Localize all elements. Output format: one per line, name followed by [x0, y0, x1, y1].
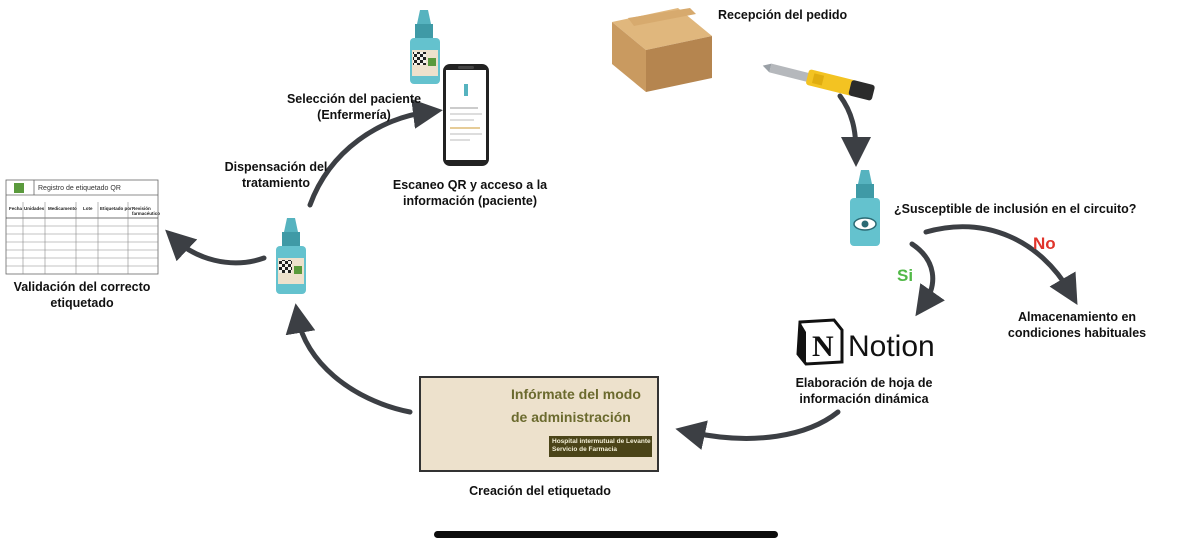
arrow-question-to-yes	[909, 241, 945, 317]
svg-text:N: N	[812, 330, 834, 363]
step-elaboration-label: Elaboración de hoja de información dinám…	[784, 375, 944, 407]
label-card-hospital-bar	[549, 436, 652, 457]
label-line: información (paciente)	[402, 194, 538, 208]
step-scan-label: Escaneo QR y acceso a la información (pa…	[385, 177, 555, 209]
step-storage-label: Almacenamiento en condiciones habituales	[992, 309, 1162, 341]
label-line: tratamiento	[241, 176, 311, 190]
register-column-header: Etiquetado por	[100, 206, 132, 211]
arrow-dispensing-to-validation	[165, 229, 267, 266]
hospital-service: Servicio de Farmacia	[552, 446, 618, 453]
yes-branch-label: Si	[897, 266, 914, 285]
register-column-header: Medicamento	[48, 206, 77, 211]
step-validation-label: Validación del correcto etiquetado	[2, 279, 162, 311]
arrow-dispensing-to-selection	[307, 98, 443, 208]
register-column-header: Fecha	[9, 206, 23, 211]
arrow-label-to-dispensing	[285, 303, 413, 415]
arrow-notion-to-label	[675, 409, 841, 450]
arrow-reception-to-question	[837, 93, 871, 167]
cardboard-box-icon	[612, 8, 712, 92]
step-selection-label: Selección del paciente (Enfermería)	[274, 91, 434, 123]
home-indicator[interactable]	[434, 531, 778, 538]
register-sheet-title: Registro de etiquetado QR	[38, 185, 121, 192]
smartphone-icon	[443, 64, 489, 166]
label-line: (Enfermería)	[317, 108, 391, 122]
label-card-hospital-text: Hospital intermutual de Levante Servicio…	[552, 438, 651, 454]
box-cutter-icon	[762, 63, 875, 101]
label-line: Validación del correcto	[13, 280, 151, 294]
label-card-title-line: de administración	[511, 409, 631, 425]
label-card	[419, 376, 659, 472]
step-labeling-label: Creación del etiquetado	[469, 484, 611, 498]
notion-wordmark: Notion	[848, 330, 935, 363]
eye-drop-bottle-icon	[410, 10, 440, 84]
label-line: etiquetado	[50, 296, 114, 310]
eye-drop-bottle-icon	[276, 218, 306, 294]
label-line: condiciones habituales	[1007, 326, 1147, 340]
register-column-header: Revisión farmacéutico	[132, 206, 161, 216]
label-card-title-line: Infórmate del modo	[511, 386, 641, 402]
step-reception-label: Recepción del pedido	[718, 8, 848, 22]
eye-drop-bottle-icon	[850, 170, 880, 246]
no-branch-label: No	[1033, 234, 1056, 253]
label-line: información dinámica	[799, 392, 929, 406]
arrow-question-to-no	[923, 224, 1078, 305]
label-line: Selección del paciente	[286, 92, 422, 106]
notion-logo-icon: N	[796, 318, 844, 366]
label-line: Elaboración de hoja de	[795, 376, 933, 390]
register-column-header: Lote	[83, 206, 93, 211]
step-question-label: ¿Susceptible de inclusión en el circuito…	[894, 202, 1137, 216]
label-line: Dispensación del	[224, 160, 328, 174]
label-card-title: Infórmate del modo de administración	[511, 383, 641, 429]
register-sheet-icon	[5, 179, 159, 275]
label-line: Almacenamiento en	[1017, 310, 1137, 324]
register-column-header: Unidades	[24, 206, 45, 211]
label-line: Escaneo QR y acceso a la	[392, 178, 548, 192]
step-dispensing-label: Dispensación del tratamiento	[215, 159, 337, 191]
hospital-name: Hospital intermutual de Levante	[552, 438, 651, 445]
